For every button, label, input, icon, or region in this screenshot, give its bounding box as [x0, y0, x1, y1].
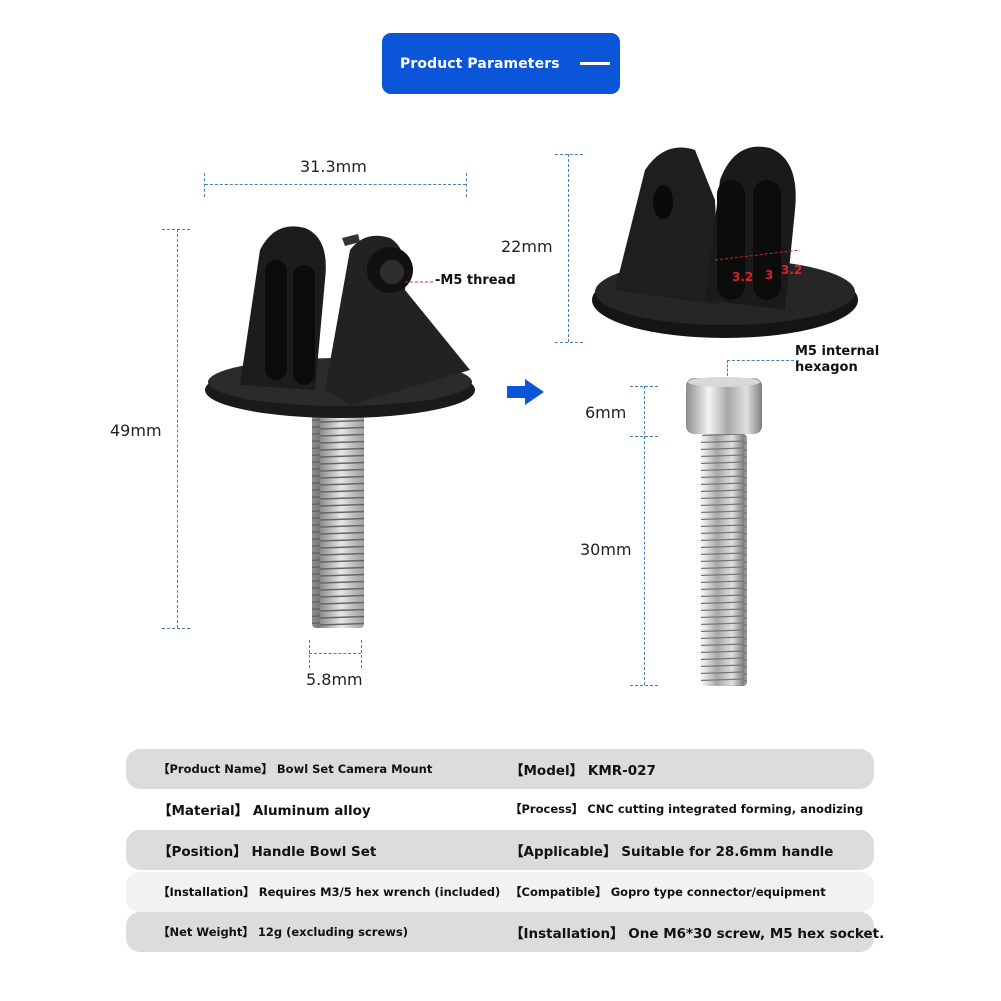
slot-width-label: 3.2	[781, 263, 803, 277]
dimension-tick	[204, 173, 205, 197]
dimension-tick	[555, 154, 583, 155]
spec-material: 【Material】 Aluminum alloy	[158, 803, 371, 819]
spec-installation-tool: 【Installation】 Requires M3/5 hex wrench …	[158, 885, 501, 899]
spec-model: 【Model】 KMR-027	[510, 763, 656, 779]
spec-row: 【Position】 Handle Bowl Set 【Applicable】 …	[126, 830, 874, 870]
spec-row: 【Installation】 Requires M3/5 hex wrench …	[126, 872, 874, 912]
dimension-tick	[555, 342, 583, 343]
spec-compatible: 【Compatible】 Gopro type connector/equipm…	[510, 885, 826, 899]
slot-width-label: 3.2	[732, 270, 754, 284]
spec-row: 【Product Name】 Bowl Set Camera Mount 【Mo…	[126, 749, 874, 789]
height-dimension-line	[177, 229, 178, 628]
spec-applicable: 【Applicable】 Suitable for 28.6mm handle	[510, 844, 834, 860]
spec-row: 【Net Weight】 12g (excluding screws) 【Ins…	[126, 912, 884, 952]
dimension-tick	[309, 640, 310, 668]
header-title: Product Parameters	[400, 55, 560, 72]
screw-width-dimension-line	[309, 653, 361, 654]
camera-mount-rear-image	[592, 146, 858, 338]
shank-length-label: 30mm	[580, 540, 632, 559]
dimension-tick	[466, 173, 467, 197]
dimension-tick	[630, 685, 658, 686]
spec-process: 【Process】 CNC cutting integrated forming…	[510, 802, 864, 816]
spec-net-weight: 【Net Weight】 12g (excluding screws)	[158, 925, 408, 939]
hex-callout-line1: M5 internal	[795, 344, 880, 359]
screw-width-label: 5.8mm	[306, 670, 363, 689]
dash-icon	[579, 62, 610, 65]
dimension-tick	[162, 628, 190, 629]
mount-height-dimension-line	[568, 154, 569, 342]
spec-position: 【Position】 Handle Bowl Set	[158, 844, 377, 860]
dimension-tick	[361, 640, 362, 668]
mount-height-label: 22mm	[501, 237, 553, 256]
spec-installation-screw: 【Installation】 One M6*30 screw, M5 hex s…	[510, 926, 885, 942]
camera-mount-image	[205, 226, 475, 628]
slot-gap-label: 3	[765, 268, 774, 282]
dimension-tick	[162, 229, 190, 230]
width-dimension-label: 31.3mm	[300, 157, 367, 176]
right-arrow-icon	[507, 379, 544, 405]
width-dimension-line	[205, 184, 466, 185]
hex-callout-line2: hexagon	[795, 360, 858, 375]
m5-thread-callout: -M5 thread	[435, 273, 516, 288]
spec-product-name: 【Product Name】 Bowl Set Camera Mount	[158, 762, 433, 776]
spec-row: 【Material】 Aluminum alloy 【Process】 CNC …	[126, 789, 874, 829]
head-height-label: 6mm	[585, 403, 627, 422]
product-parameters-header: Product Parameters	[382, 33, 620, 94]
hex-screw-image	[686, 377, 762, 686]
hex-callout: M5 internal hexagon	[795, 344, 879, 376]
height-dimension-label: 49mm	[110, 421, 162, 440]
callout-line	[727, 360, 728, 376]
callout-line	[727, 360, 799, 361]
screw-length-dimension-line	[644, 386, 645, 685]
